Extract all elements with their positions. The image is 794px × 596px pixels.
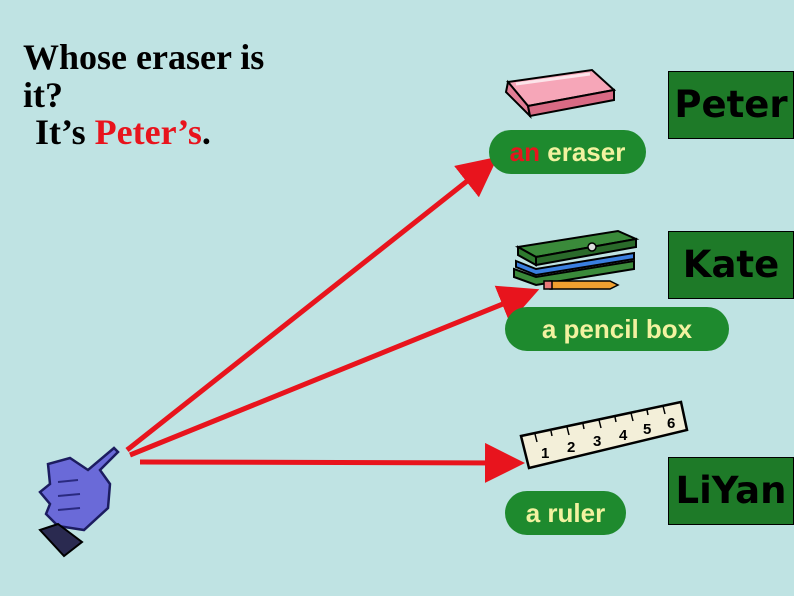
answer-name: Peter’s: [94, 112, 202, 152]
arrow-to-eraser: [125, 156, 498, 452]
arrow-to-pencil-box: [129, 285, 540, 458]
name-box-liyan: LiYan: [668, 457, 794, 525]
label-an-eraser: an eraser: [489, 130, 646, 174]
label-noun: eraser: [547, 137, 626, 167]
pointing-hand-icon: [38, 446, 120, 558]
eraser-icon: [504, 68, 617, 120]
question-text: Whose eraser is it?: [23, 37, 265, 115]
pencil-box-icon: [513, 229, 640, 290]
answer-prefix: It’s: [35, 112, 86, 152]
ruler-number: 2: [567, 439, 575, 456]
ruler-number: 6: [667, 415, 675, 432]
ruler-number: 1: [541, 445, 549, 462]
label-a-pencil-box: a pencil box: [505, 307, 729, 351]
arrow-to-ruler: [139, 442, 525, 483]
answer-text: It’s Peter’s.: [35, 112, 211, 152]
ruler-icon: 1 2 3 4 5 6: [519, 400, 689, 470]
ruler-number: 5: [643, 421, 651, 438]
name-box-kate: Kate: [668, 231, 794, 299]
name-box-peter: Peter: [668, 71, 794, 139]
answer-suffix: .: [201, 112, 211, 152]
label-article: an: [509, 137, 541, 167]
ruler-number: 4: [619, 427, 628, 444]
ruler-number: 3: [593, 433, 601, 450]
label-a-ruler: a ruler: [505, 491, 626, 535]
